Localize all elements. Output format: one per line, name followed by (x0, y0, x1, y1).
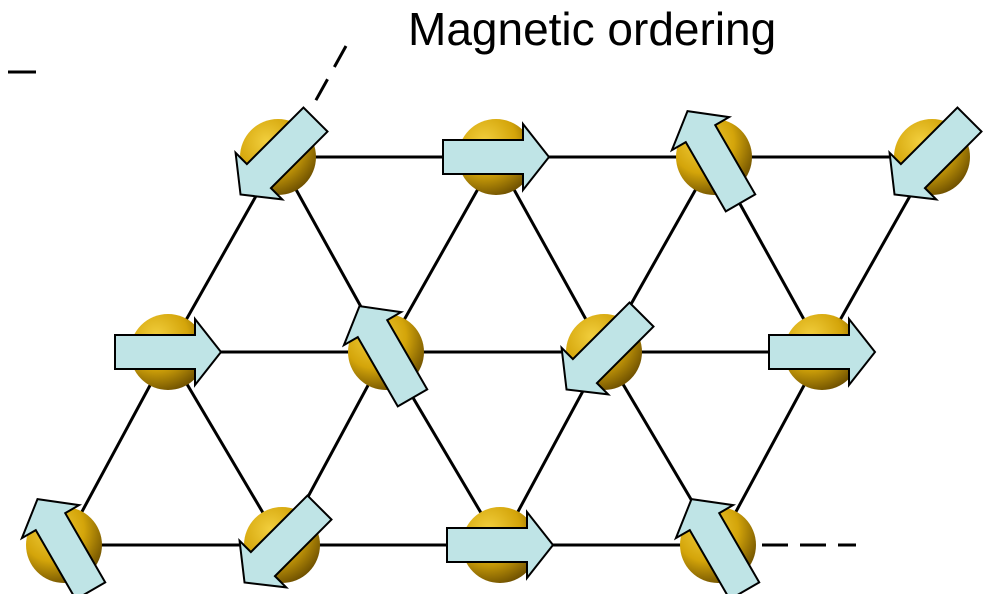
continuation-dashes (8, 45, 856, 547)
diagram-title: Magnetic ordering (408, 3, 777, 55)
lattice-site (238, 494, 333, 589)
lattice-site (19, 497, 107, 599)
lattice-site (446, 507, 555, 583)
spin-arrow (560, 301, 655, 396)
lattice-site (673, 497, 761, 599)
spin-arrow (234, 106, 329, 201)
dash-top-diagonal (304, 45, 348, 119)
lattice-atoms (19, 106, 983, 599)
lattice-site (888, 106, 983, 201)
spin-arrow (238, 494, 333, 589)
spin-arrow (768, 316, 877, 388)
lattice-site (114, 314, 223, 390)
lattice-site (768, 314, 877, 390)
spin-arrow (442, 121, 551, 193)
spin-arrow (446, 509, 555, 581)
spin-arrow (888, 106, 983, 201)
spin-arrow (114, 316, 223, 388)
lattice-site (234, 106, 329, 201)
spin-arrow (19, 497, 107, 599)
spin-arrow (673, 497, 761, 599)
lattice-site (341, 304, 429, 408)
lattice-site (560, 301, 655, 396)
lattice-site (442, 119, 551, 195)
spin-arrow (341, 304, 429, 408)
spin-arrow (669, 109, 757, 213)
lattice-site (669, 109, 757, 213)
